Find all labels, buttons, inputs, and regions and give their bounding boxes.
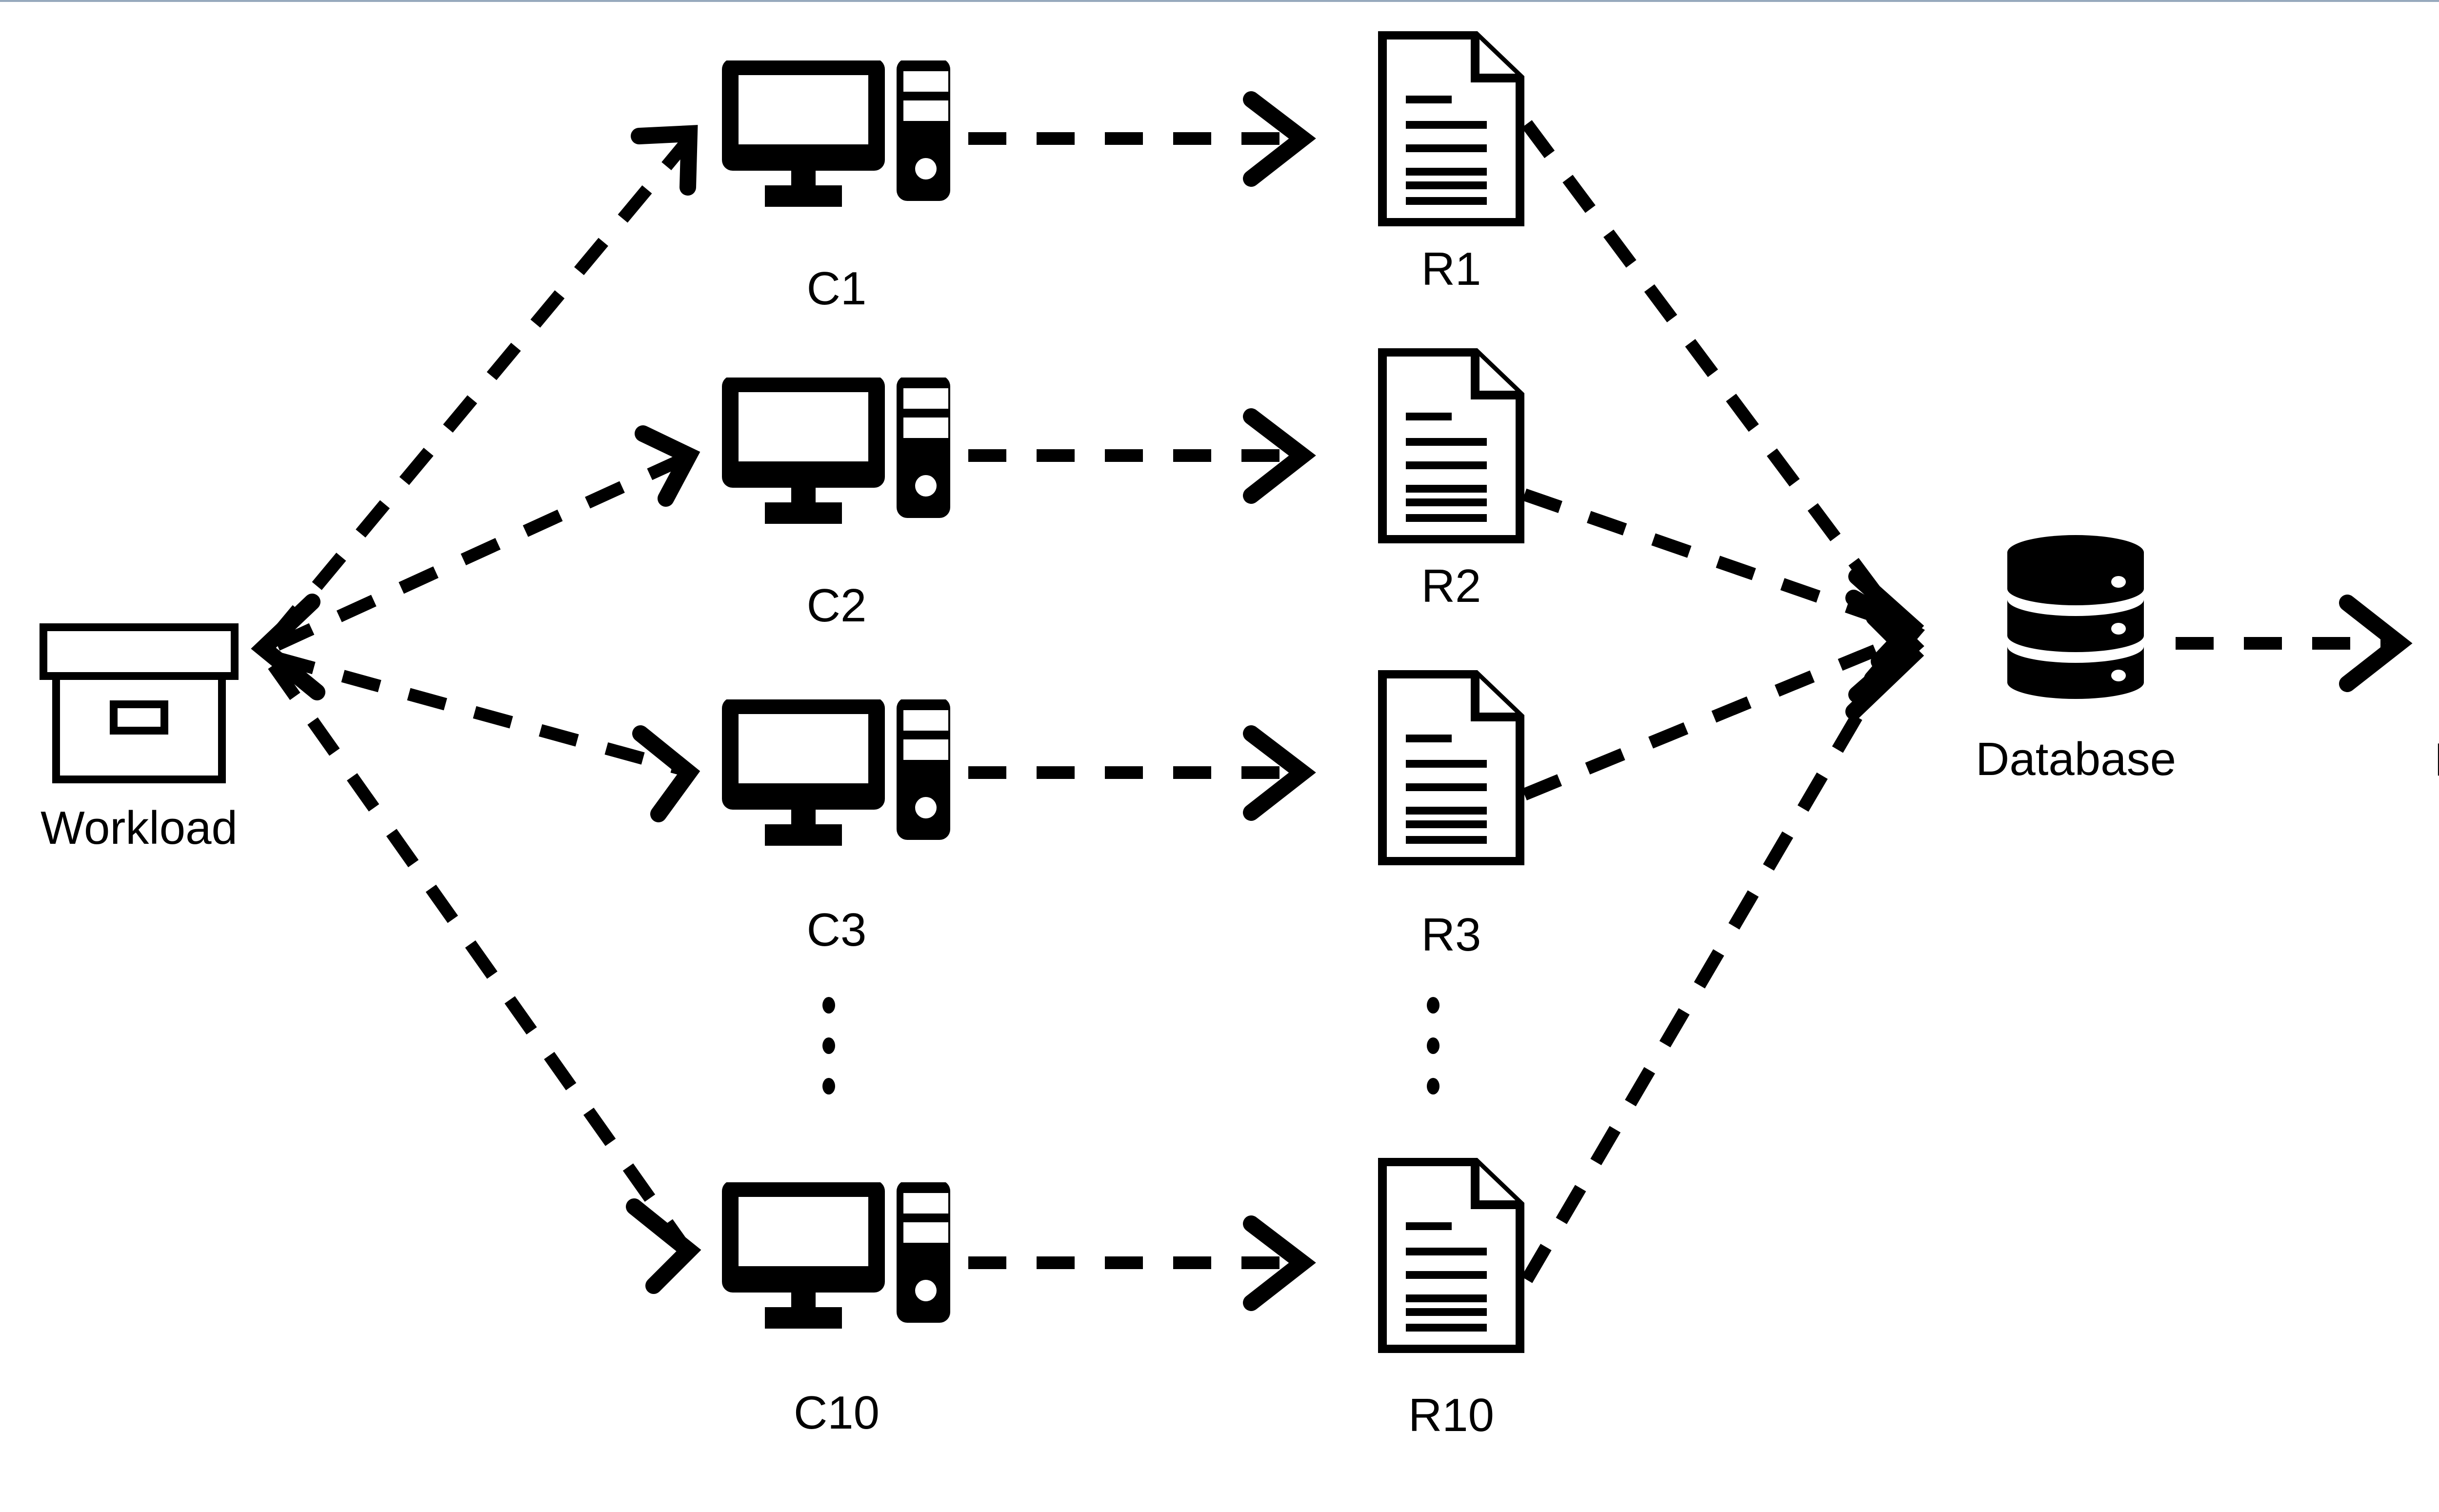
node-r1[interactable]: R1 [1376, 31, 1527, 293]
node-c10[interactable]: C10 [717, 1182, 956, 1436]
edge-r2-to-database [1522, 488, 1895, 629]
node-label-r10: R10 [1408, 1389, 1495, 1441]
document-icon [1378, 1158, 1524, 1353]
node-label-database: Database [1976, 733, 2176, 785]
arrowhead-into-database-from-r1 [1848, 568, 1924, 670]
node-r10[interactable]: R10 [1376, 1158, 1527, 1439]
ellipsis-dot [1427, 997, 1439, 1014]
edge-workload-to-c10 [268, 661, 691, 1252]
ellipsis-dot [1427, 1037, 1439, 1054]
arrowhead-into-r3 [1243, 725, 1316, 821]
node-database[interactable]: Database [1976, 531, 2176, 783]
edge-r1-to-database [1521, 120, 1898, 618]
node-label-c1: C1 [806, 262, 867, 315]
arrowhead-into-python-script [2339, 595, 2413, 692]
ellipsis-dot [1427, 1078, 1439, 1094]
desktop-computer-icon [722, 60, 950, 207]
node-c1[interactable]: C1 [717, 60, 956, 312]
edge-r10-to-database [1521, 652, 1899, 1283]
database-cylinder-icon [2007, 535, 2144, 699]
edge-workload-to-c3 [275, 652, 687, 776]
arrowhead-into-c10 [626, 1198, 701, 1294]
node-c3[interactable]: C3 [717, 699, 956, 954]
document-icon [1378, 670, 1524, 865]
ellipsis-dot [822, 1078, 835, 1094]
arrowhead-into-r1 [1243, 91, 1316, 187]
vertical-ellipsis-clients [822, 997, 835, 1094]
node-label-c2: C2 [806, 579, 867, 632]
node-label-r3: R3 [1421, 909, 1481, 961]
ellipsis-dot [822, 1037, 835, 1054]
arrowhead-into-r2 [1243, 408, 1316, 504]
arrowhead-into-database-from-r2 [1845, 590, 1925, 687]
node-r3[interactable]: R3 [1376, 670, 1527, 958]
arrowhead-into-r10 [1243, 1215, 1316, 1311]
arrowhead-into-c3 [632, 725, 700, 822]
archive-box-icon [40, 623, 239, 783]
node-r2[interactable]: R2 [1376, 348, 1527, 610]
document-icon [1378, 31, 1524, 226]
arrowhead-into-c1 [631, 125, 698, 196]
node-label-python-script: Python Script [2434, 736, 2439, 783]
desktop-computer-icon [722, 1182, 950, 1329]
node-workload[interactable]: Workload [37, 621, 241, 852]
ellipsis-dot [822, 997, 835, 1014]
node-c2[interactable]: C2 [717, 378, 956, 629]
desktop-computer-icon [722, 378, 950, 524]
node-label-c10: C10 [793, 1387, 880, 1439]
arrowhead-into-c2 [635, 425, 700, 507]
node-label-workload: Workload [40, 802, 238, 854]
node-label-r1: R1 [1421, 243, 1481, 295]
arrowhead-into-workload [251, 594, 325, 700]
edge-workload-to-c2 [274, 452, 688, 651]
node-python-script[interactable]: Python Script [2434, 548, 2439, 783]
desktop-computer-icon [722, 699, 950, 846]
edge-workload-to-c1 [268, 139, 690, 643]
arrowhead-into-database-from-r3 [1848, 598, 1924, 703]
arrowhead-into-database-from-r10 [1845, 609, 1924, 720]
document-icon [1378, 348, 1524, 543]
edge-r3-to-database [1522, 637, 1895, 801]
vertical-ellipsis-reports [1427, 997, 1439, 1094]
node-label-r2: R2 [1421, 560, 1481, 612]
node-label-c3: C3 [806, 904, 867, 956]
